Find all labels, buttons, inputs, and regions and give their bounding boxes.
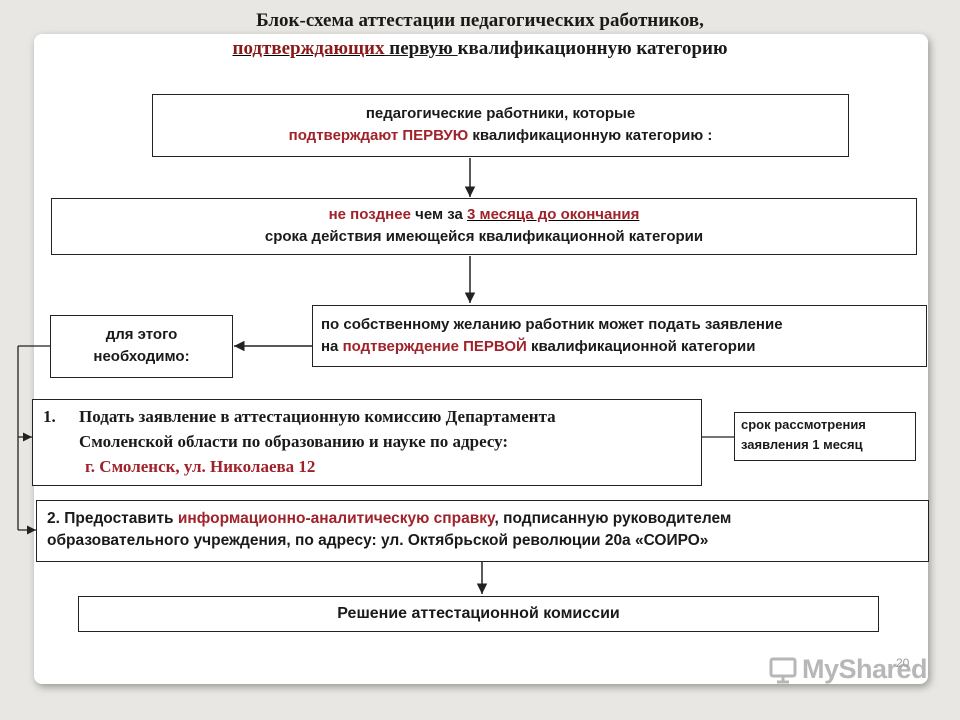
box-teachers-confirming: педагогические работники, которые подтве…: [152, 94, 849, 157]
diagram-title-line2: подтверждающих первую квалификационную к…: [232, 38, 728, 59]
box-commission-decision: Решение аттестационной комиссии: [78, 596, 879, 632]
title-underlined-word: подтверждающих: [232, 38, 385, 59]
box-review-term: срок рассмотрения заявления 1 месяц: [734, 412, 916, 461]
box-step2-provide-reference: 2. Предоставить информационно-аналитичес…: [36, 500, 929, 562]
box-deadline: не позднее чем за 3 месяца до окончания …: [51, 198, 917, 255]
box-own-wish-application: по собственному желанию работник может п…: [312, 305, 927, 367]
diagram-title-line1: Блок-схема аттестации педагогических раб…: [256, 10, 704, 31]
presentation-icon: [769, 657, 797, 683]
watermark-logo: MyShared: [768, 654, 928, 685]
box-required: для этого необходимо:: [50, 315, 233, 378]
title-underlined-first: первую: [384, 38, 458, 59]
box-step1-submit-application: 1.Подать заявление в аттестационную коми…: [32, 399, 702, 486]
page-number: 20: [896, 656, 910, 670]
